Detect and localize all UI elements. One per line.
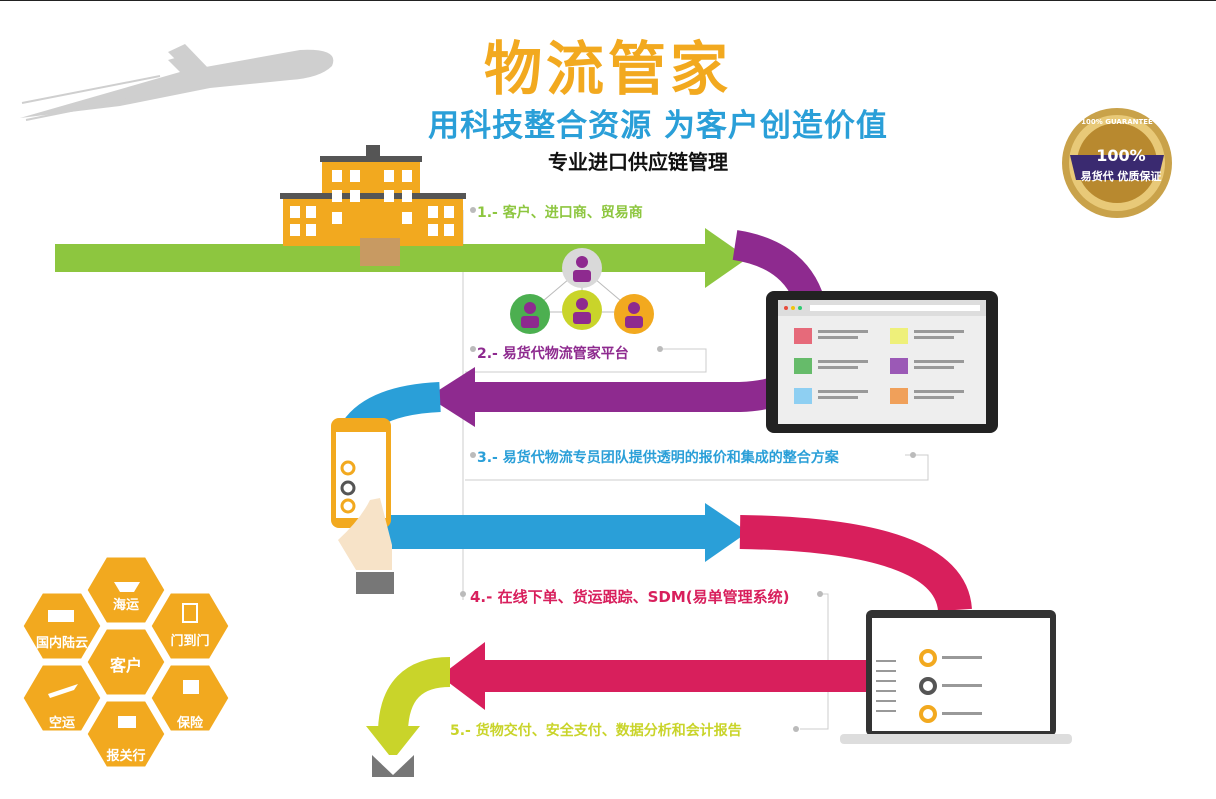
step-4-label: 4.- 在线下单、货运跟踪、SDM(易单管理系统) xyxy=(470,588,790,606)
hex-center-label: 客户 xyxy=(109,656,142,675)
laptop-icon xyxy=(840,610,1072,744)
hex-label-insurance: 保险 xyxy=(176,716,203,731)
step-5-label: 5.- 货物交付、安全支付、数据分析和会计报告 xyxy=(450,723,742,739)
hex-label-air: 空运 xyxy=(48,716,75,731)
ship-icon xyxy=(114,582,140,592)
warehouse-icon xyxy=(280,145,466,266)
step-2-label: 2.- 易货代物流管家平台 xyxy=(477,346,629,362)
guarantee-badge-icon xyxy=(1062,108,1172,218)
page-subtitle-secondary: 专业进口供应链管理 xyxy=(548,150,728,174)
phone-icon xyxy=(331,418,394,594)
service-icons xyxy=(48,582,199,728)
hex-label-customs: 报关行 xyxy=(106,749,146,764)
step-3-label: 3.- 易货代物流专员团队提供透明的报价和集成的整合方案 xyxy=(477,450,839,466)
box-icon xyxy=(183,680,199,694)
badge-ring-text: 100% GUARANTEE xyxy=(1081,118,1153,126)
customs-icon xyxy=(118,716,136,728)
plane-small-icon xyxy=(48,684,78,698)
page-title: 物流管家 xyxy=(483,35,732,103)
connector-lines xyxy=(462,210,929,730)
hex-label-land: 国内陆云 xyxy=(35,636,88,651)
truck-icon xyxy=(48,610,74,622)
badge-text: 易货代 优质保证 xyxy=(1080,170,1162,183)
tablet-icon xyxy=(766,291,998,433)
badge-percent: 100% xyxy=(1096,146,1146,165)
door-icon xyxy=(182,603,198,623)
step-1-label: 1.- 客户、进口商、贸易商 xyxy=(477,205,643,221)
airplane-icon xyxy=(20,44,334,121)
hex-label-door: 门到门 xyxy=(170,634,210,649)
services-hexagons xyxy=(20,554,232,770)
people-network-icon xyxy=(510,248,654,334)
hex-label-sea: 海运 xyxy=(112,598,139,613)
page-subtitle: 用科技整合资源 为客户创造价值 xyxy=(428,108,888,144)
